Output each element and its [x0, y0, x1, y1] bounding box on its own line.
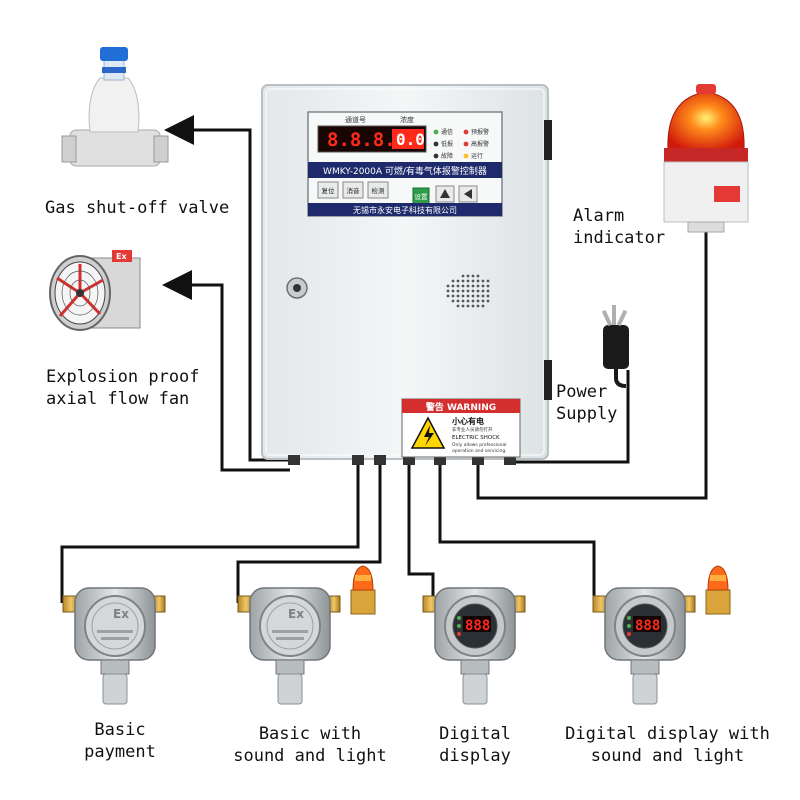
svg-text:预报警: 预报警: [471, 128, 489, 136]
detector-4-icon: 888: [592, 565, 731, 705]
status-leds: 通信 预报警 低报 高报警 故障 运行: [433, 128, 489, 160]
wire-fan: [162, 270, 290, 472]
ex-mark: Ex: [288, 607, 304, 621]
detector-1-label: Basic payment: [84, 720, 156, 762]
alarm-indicator-label: Alarm indicator: [573, 206, 666, 248]
svg-text:通信: 通信: [441, 128, 453, 136]
wire-detector-2: [236, 458, 382, 603]
svg-text:高报警: 高报警: [471, 140, 489, 148]
warning-en2: Only allows professional: [452, 442, 506, 448]
panel-buttons: 复位 消音 检测 设置: [317, 181, 478, 205]
warning-label: 警告 WARNING 小心有电 非专业人员请勿打开 ELECTRIC SHOCK…: [401, 398, 521, 458]
channel-label: 通道号: [345, 115, 366, 124]
mute-button[interactable]: [342, 181, 364, 199]
warning-en3: operation and servicing.: [452, 448, 507, 454]
ex-mark: Ex: [113, 607, 129, 621]
warning-title: 警告 WARNING: [426, 401, 496, 413]
manufacturer: 无锡市永安电子科技有限公司: [353, 205, 457, 215]
detector-1-icon: Ex: [62, 587, 166, 705]
gas-valve-icon: [61, 47, 169, 167]
svg-text:复位: 复位: [322, 186, 336, 195]
axial-fan-icon: Ex: [49, 250, 141, 331]
power-plug-icon: [601, 305, 629, 388]
reset-button[interactable]: [317, 181, 339, 199]
arrow-left-icon: [464, 189, 472, 199]
svg-text:Ex: Ex: [116, 252, 127, 261]
controller-cabinet: 通道号 浓度 8.8.8.8. 0.0 通信 预报警 低报 高报警 故障 运行 …: [261, 84, 552, 465]
test-button[interactable]: [367, 181, 389, 199]
wire-detector-3: [407, 458, 435, 603]
svg-text:运行: 运行: [471, 152, 483, 160]
svg-text:设置: 设置: [415, 192, 429, 201]
power-supply-label: Power Supply: [556, 382, 618, 424]
lock-icon: [286, 277, 308, 299]
detector-2-icon: Ex: [237, 565, 376, 705]
valve-label: Gas shut-off valve: [45, 198, 230, 218]
detector-screen: 888: [465, 618, 490, 634]
speaker-grille-icon: [446, 274, 490, 308]
concentration-label: 浓度: [400, 115, 414, 124]
detector-3-label: Digital display: [439, 724, 511, 766]
alarm-lamp-icon: [663, 84, 749, 233]
warning-cn: 小心有电: [451, 416, 484, 426]
detectors: Ex Ex 888 888: [62, 565, 731, 705]
detector-4-label: Digital display with sound and light: [565, 724, 770, 766]
wire-alarm: [476, 232, 708, 500]
wire-detector-1: [60, 458, 360, 603]
warning-en1: ELECTRIC SHOCK: [452, 435, 500, 441]
warning-sub: 非专业人员请勿打开: [452, 426, 493, 433]
front-panel: 通道号 浓度 8.8.8.8. 0.0 通信 预报警 低报 高报警 故障 运行 …: [307, 111, 503, 217]
svg-text:消音: 消音: [347, 186, 361, 195]
display-value: 0.0: [396, 130, 425, 149]
svg-text:低报: 低报: [441, 140, 453, 148]
svg-text:检测: 检测: [372, 186, 386, 195]
arrow-up-icon: [440, 189, 450, 198]
detector-3-icon: 888: [422, 587, 526, 705]
cable-glands: [288, 455, 516, 465]
svg-text:故障: 故障: [441, 152, 453, 160]
wire-detector-4: [438, 458, 596, 603]
detector-2-label: Basic with sound and light: [233, 724, 387, 766]
detector-screen: 888: [635, 618, 660, 634]
model-line: WMKY-2000A 可燃/有毒气体报警控制器: [323, 165, 487, 177]
fan-label: Explosion proof axial flow fan: [46, 367, 200, 409]
